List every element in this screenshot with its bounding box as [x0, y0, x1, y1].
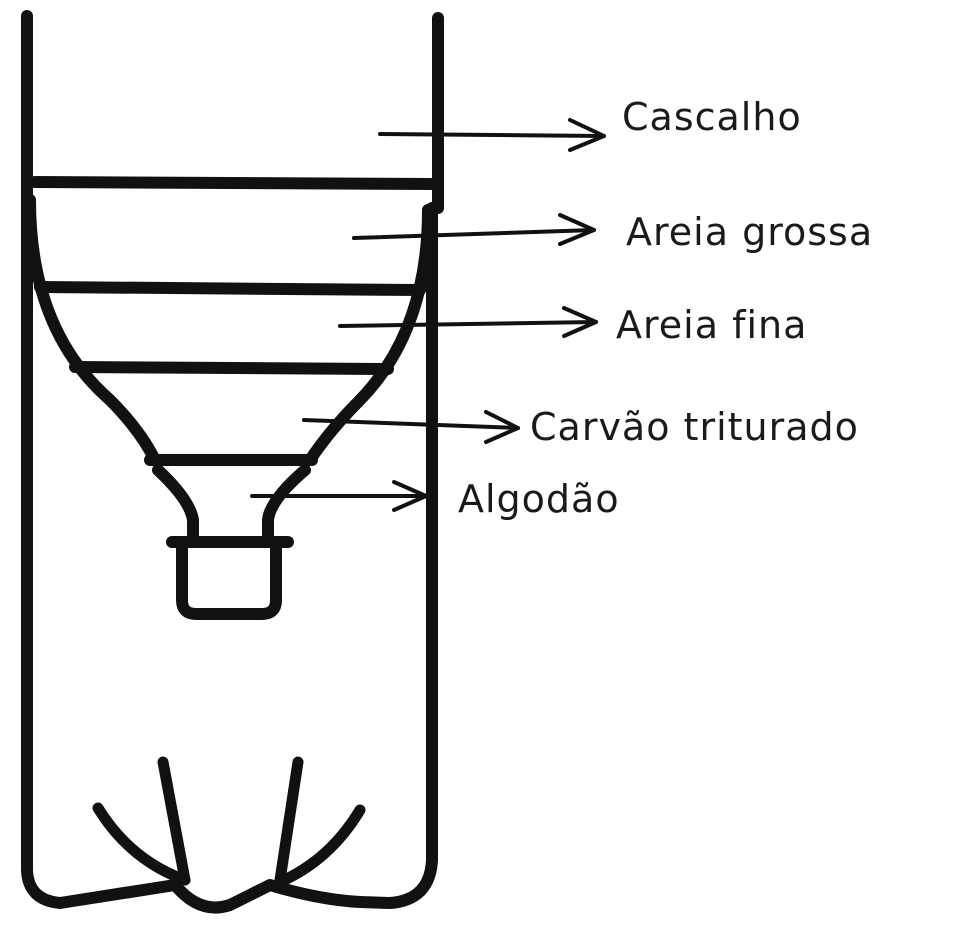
arrows: [250, 118, 606, 512]
arrow-carvao: [302, 410, 520, 444]
divider-areia-fina: [69, 361, 394, 375]
label-areia-grossa: Areia grossa: [626, 210, 873, 254]
layer-dividers: [29, 176, 438, 375]
bottle-outline: [21, 10, 444, 914]
arrow-areia-fina: [338, 306, 598, 338]
label-areia-fina: Areia fina: [616, 303, 807, 347]
arrow-cascalho: [378, 118, 606, 152]
inverted-bottle-funnel: [24, 194, 434, 620]
divider-areia-grossa: [34, 281, 426, 296]
label-algodao: Algodão: [458, 477, 620, 521]
divider-cascalho: [29, 176, 438, 190]
label-cascalho: Cascalho: [622, 95, 802, 139]
label-carvao-triturado: Carvão triturado: [530, 405, 859, 449]
arrow-algodao: [250, 480, 428, 512]
layer-labels: Cascalho Areia grossa Areia fina Carvão …: [458, 95, 873, 521]
arrow-areia-grossa: [352, 213, 596, 246]
